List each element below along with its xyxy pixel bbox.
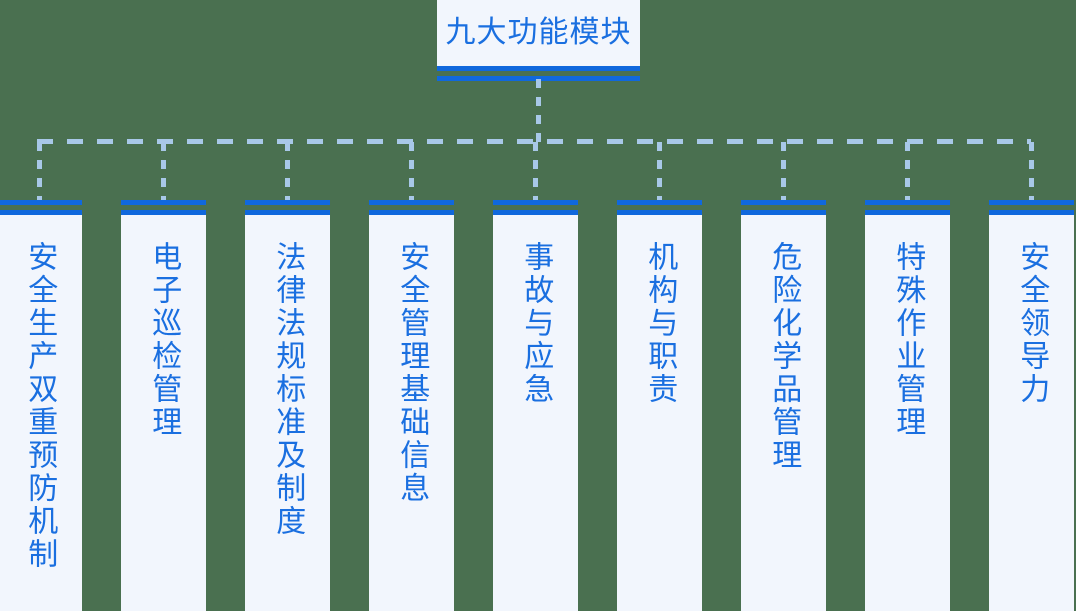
connector-drop-5 [533, 142, 538, 200]
child-accent-bar-top [121, 200, 206, 205]
child-node-label: 安全生产双重预防机制 [22, 241, 58, 571]
child-card: 机构与职责 [617, 215, 702, 611]
connector-drop-2 [161, 142, 166, 200]
child-node-3[interactable]: 法律法规标准及制度 [245, 200, 330, 611]
child-node-label: 安全管理基础信息 [394, 241, 430, 505]
child-node-1[interactable]: 安全生产双重预防机制 [0, 200, 82, 611]
child-node-label: 机构与职责 [642, 241, 678, 406]
child-node-label: 特殊作业管理 [890, 241, 926, 439]
child-card: 安全管理基础信息 [369, 215, 454, 611]
child-card: 安全生产双重预防机制 [0, 215, 82, 611]
child-accent-bar-top [989, 200, 1074, 205]
root-node-label: 九大功能模块 [445, 15, 632, 50]
child-card: 安全领导力 [989, 215, 1074, 611]
root-card: 九大功能模块 [437, 0, 640, 66]
child-accent-bar-bottom [741, 210, 826, 215]
child-node-7[interactable]: 危险化学品管理 [741, 200, 826, 611]
child-card: 事故与应急 [493, 215, 578, 611]
connector-drop-8 [905, 142, 910, 200]
connector-drop-9 [1029, 142, 1034, 200]
root-accent-bar-bottom [437, 76, 640, 81]
child-node-8[interactable]: 特殊作业管理 [865, 200, 950, 611]
child-node-label: 电子巡检管理 [146, 241, 182, 439]
child-accent-bar-top [493, 200, 578, 205]
child-accent-bar-bottom [865, 210, 950, 215]
child-node-5[interactable]: 事故与应急 [493, 200, 578, 611]
child-accent-bar-bottom [121, 210, 206, 215]
child-node-label: 危险化学品管理 [766, 241, 802, 472]
child-accent-bar-top [617, 200, 702, 205]
child-accent-bar-bottom [0, 210, 82, 215]
child-accent-bar-bottom [617, 210, 702, 215]
child-accent-bar-bottom [493, 210, 578, 215]
child-card: 法律法规标准及制度 [245, 215, 330, 611]
child-node-9[interactable]: 安全领导力 [989, 200, 1074, 611]
child-accent-bar-top [369, 200, 454, 205]
child-card: 特殊作业管理 [865, 215, 950, 611]
child-accent-bar-top [865, 200, 950, 205]
connector-drop-3 [285, 142, 290, 200]
child-accent-bar-bottom [245, 210, 330, 215]
connector-root-trunk [536, 79, 541, 142]
child-card: 危险化学品管理 [741, 215, 826, 611]
child-node-label: 事故与应急 [518, 241, 554, 406]
child-accent-bar-top [245, 200, 330, 205]
child-accent-bar-bottom [989, 210, 1074, 215]
child-card: 电子巡检管理 [121, 215, 206, 611]
root-node[interactable]: 九大功能模块 [437, 0, 640, 81]
connector-drop-1 [37, 142, 42, 200]
child-accent-bar-top [741, 200, 826, 205]
root-accent-bar-top [437, 66, 640, 71]
child-node-label: 安全领导力 [1014, 241, 1050, 406]
child-node-6[interactable]: 机构与职责 [617, 200, 702, 611]
child-node-2[interactable]: 电子巡检管理 [121, 200, 206, 611]
child-accent-bar-top [0, 200, 82, 205]
connector-drop-4 [409, 142, 414, 200]
connector-drop-7 [781, 142, 786, 200]
connector-drop-6 [657, 142, 662, 200]
connector-horizontal-bus [37, 139, 1031, 144]
child-accent-bar-bottom [369, 210, 454, 215]
child-node-label: 法律法规标准及制度 [270, 241, 306, 538]
child-node-4[interactable]: 安全管理基础信息 [369, 200, 454, 611]
